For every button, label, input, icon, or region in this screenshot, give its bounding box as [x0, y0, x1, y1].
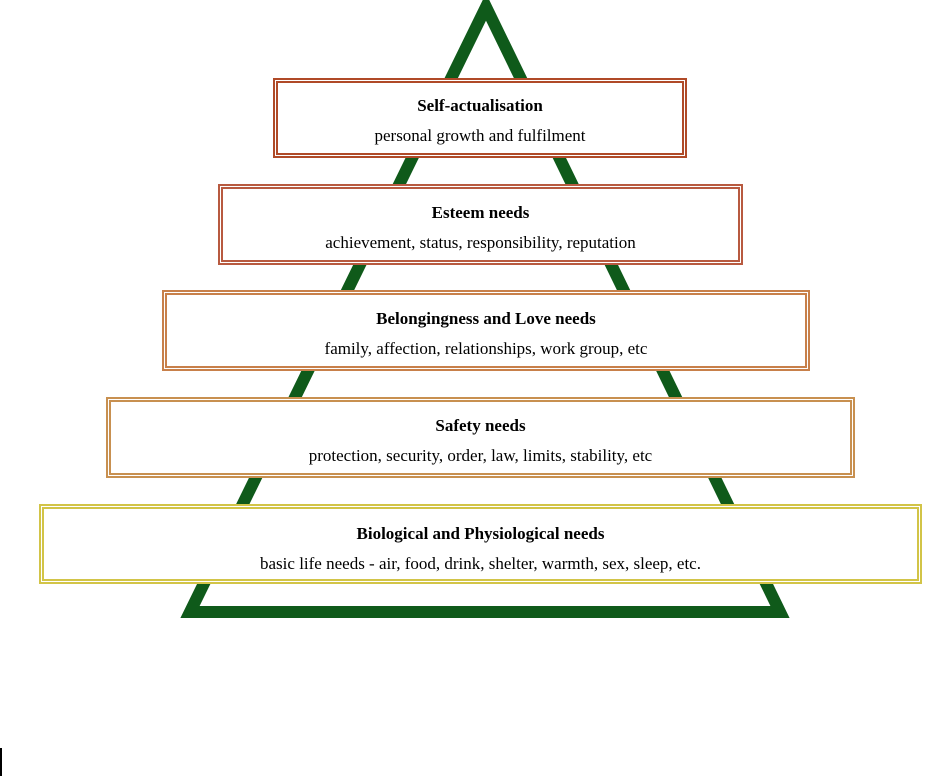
- level-safety-needs: Safety needs protection, security, order…: [106, 397, 855, 478]
- level-title: Esteem needs: [431, 203, 530, 222]
- corner-line-mark: [0, 748, 2, 776]
- level-esteem-needs: Esteem needs achievement, status, respon…: [218, 184, 743, 265]
- level-title: Biological and Physiological needs: [356, 524, 605, 543]
- level-biological-physiological-needs: Biological and Physiological needs basic…: [39, 504, 922, 584]
- level-description: basic life needs - air, food, drink, she…: [260, 554, 701, 573]
- level-self-actualisation: Self-actualisation personal growth and f…: [273, 78, 687, 158]
- level-belongingness-love-needs: Belongingness and Love needs family, aff…: [162, 290, 810, 371]
- level-description: achievement, status, responsibility, rep…: [325, 233, 636, 252]
- level-description: protection, security, order, law, limits…: [308, 446, 653, 465]
- level-description: personal growth and fulfilment: [374, 126, 586, 145]
- level-description: family, affection, relationships, work g…: [324, 339, 648, 358]
- level-title: Self-actualisation: [417, 96, 543, 115]
- level-title: Belongingness and Love needs: [376, 309, 596, 328]
- level-title: Safety needs: [435, 416, 526, 435]
